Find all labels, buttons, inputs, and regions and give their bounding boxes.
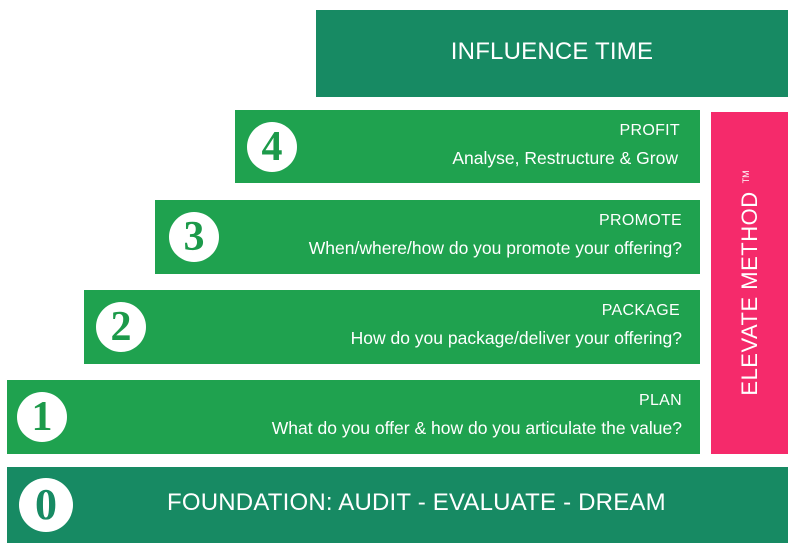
step-2-number-badge: 2 [96,302,146,352]
influence-time-bar: INFLUENCE TIME [316,10,788,97]
step-4-number-badge: 4 [247,121,297,172]
step-1-title: PLAN [639,392,682,409]
foundation-number-badge: 0 [19,478,73,532]
step-4-bar: 4 PROFIT Analyse, Restructure & Grow [235,110,700,183]
step-1-bar: 1 PLAN What do you offer & how do you ar… [7,380,700,454]
elevate-method-label-group: ELEVATE METHOD TM [737,170,763,395]
foundation-bar: 0 FOUNDATION: AUDIT - EVALUATE - DREAM [7,467,788,543]
step-1-number-badge: 1 [17,392,67,442]
step-2-subtitle: How do you package/deliver your offering… [350,328,682,348]
step-2-bar: 2 PACKAGE How do you package/deliver you… [84,290,700,364]
elevate-method-bar: ELEVATE METHOD TM [711,112,788,454]
foundation-label: FOUNDATION: AUDIT - EVALUATE - DREAM [167,489,666,516]
step-3-title: PROMOTE [599,212,682,229]
elevate-method-label: ELEVATE METHOD [736,191,762,396]
step-3-bar: 3 PROMOTE When/where/how do you promote … [155,200,700,274]
trademark-mark: TM [740,170,751,184]
step-4-subtitle: Analyse, Restructure & Grow [452,148,678,168]
step-3-subtitle: When/where/how do you promote your offer… [308,238,682,258]
step-1-subtitle: What do you offer & how do you articulat… [271,418,682,438]
influence-time-label: INFLUENCE TIME [450,38,654,65]
step-2-title: PACKAGE [601,302,680,319]
step-3-number-badge: 3 [169,212,219,262]
step-4-title: PROFIT [619,122,680,139]
